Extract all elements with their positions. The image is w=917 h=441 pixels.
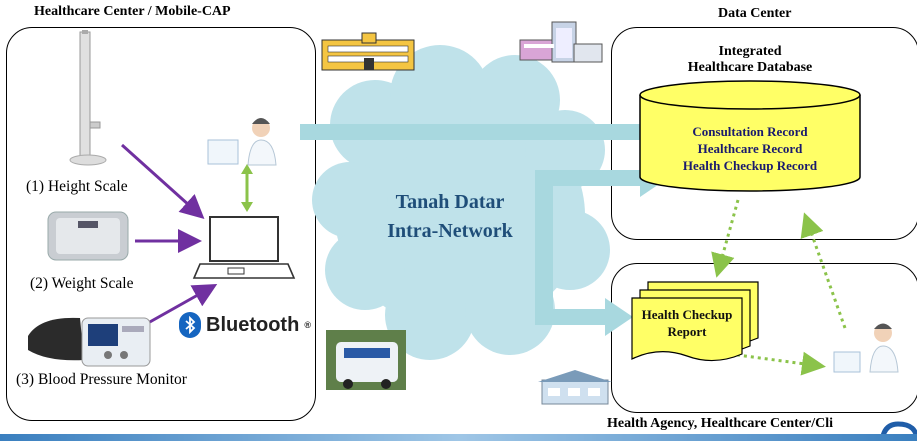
- record-healthcare: Healthcare Record: [697, 141, 803, 156]
- blood-pressure-monitor-label: (3) Blood Pressure Monitor: [16, 371, 187, 388]
- left-panel-title: Healthcare Center / Mobile-CAP: [34, 4, 231, 19]
- height-scale-icon: [69, 30, 107, 166]
- database-title-line2: Healthcare Database: [687, 60, 813, 75]
- network-name-line2: Intra-Network: [387, 220, 513, 242]
- doctor-at-computer-icon-2: [833, 323, 899, 373]
- bluetooth-registered-mark: ®: [304, 320, 311, 330]
- health-checkup-report: Health Checkup Report: [627, 306, 747, 340]
- blood-pressure-monitor-icon: [28, 317, 151, 367]
- weight-scale-icon: [47, 211, 129, 261]
- weight-scale-label: (2) Weight Scale: [30, 275, 134, 292]
- health-agency-building-icon: [538, 370, 612, 405]
- record-consultation: Consultation Record: [692, 124, 808, 139]
- bottom-bar: [0, 434, 917, 441]
- database-title-line1: Integrated: [718, 44, 782, 59]
- bluetooth-label: Bluetooth: [206, 313, 300, 336]
- database-records: Consultation Record Healthcare Record He…: [650, 123, 850, 174]
- logo-fragment: [879, 421, 917, 441]
- doctor-laptop-link: [241, 164, 253, 212]
- report-documents-icon: [631, 281, 759, 362]
- dotted-flow-arrows: [711, 199, 847, 376]
- network-name: Tanah Datar Intra-Network: [350, 188, 550, 246]
- database-title: Integrated Healthcare Database: [650, 44, 850, 76]
- right-panel-title: Data Center: [718, 6, 792, 21]
- network-name-line1: Tanah Datar: [395, 191, 505, 213]
- bluetooth-logo: Bluetooth ®: [179, 312, 311, 338]
- laptop-icon: [192, 216, 296, 279]
- doctor-at-computer-icon: [207, 118, 277, 166]
- healthcare-center-building-icon: [321, 32, 415, 71]
- device-to-laptop-arrows: [120, 143, 218, 325]
- health-agency-caption: Health Agency, Healthcare Center/Cli: [607, 416, 834, 431]
- data-center-building-icon: [519, 21, 603, 63]
- report-line2: Report: [667, 324, 707, 339]
- bluetooth-icon: [179, 312, 201, 338]
- report-line1: Health Checkup: [641, 307, 733, 322]
- mobile-clinic-photo: [326, 330, 406, 390]
- database-cylinder-icon: [639, 80, 861, 192]
- record-health-checkup: Health Checkup Record: [682, 158, 818, 173]
- height-scale-label: (1) Height Scale: [26, 178, 128, 195]
